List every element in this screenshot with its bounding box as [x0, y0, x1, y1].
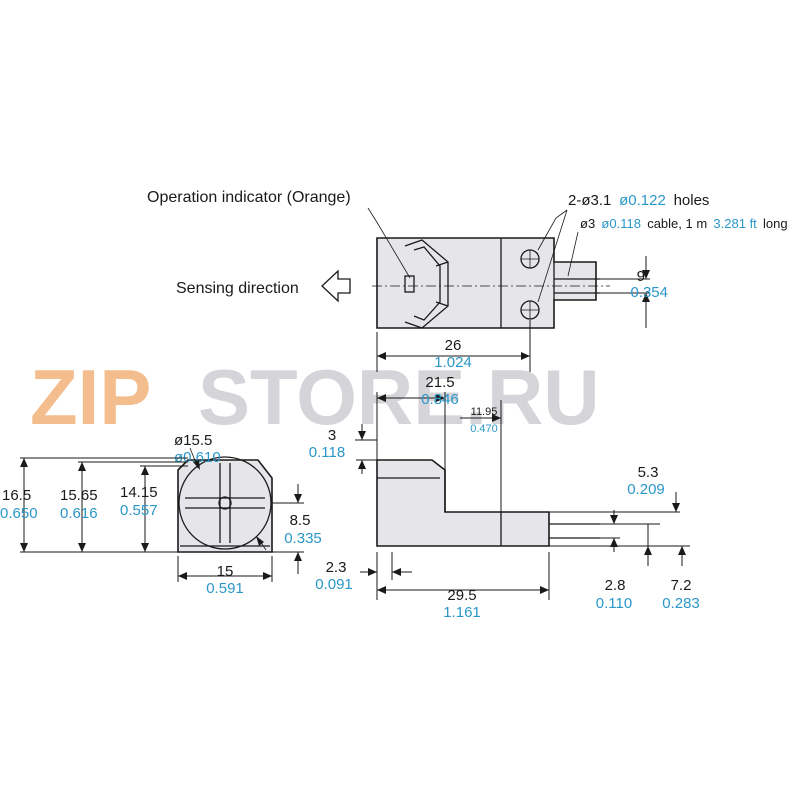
cable-label-suffix: long: [763, 216, 788, 231]
cable-label-length: cable, 1 m: [647, 216, 707, 231]
dim-15-mm: 15: [217, 563, 234, 580]
dim-3-inch: 0.118: [309, 444, 345, 461]
dim-7-2-inch: 0.283: [662, 595, 700, 612]
dim-5-3-mm: 5.3: [638, 464, 659, 481]
dim-16-5-inch: 0.650: [0, 505, 38, 522]
dim-15-65-mm: 15.65: [60, 487, 98, 504]
top-view: [321, 237, 610, 329]
dim-2-3-inch: 0.091: [315, 576, 353, 593]
dim-dia-15-5-mm: ø15.5: [174, 432, 212, 449]
sensing-direction-label: Sensing direction: [176, 280, 299, 297]
operation-indicator-led: [404, 275, 415, 293]
dim-26-inch: 1.024: [434, 354, 472, 371]
dim-8-5-mm: 8.5: [290, 512, 311, 529]
dim-15-inch: 0.591: [206, 580, 244, 597]
top-view-body: [376, 237, 597, 329]
dim-8-5-inch: 0.335: [284, 530, 322, 547]
dim-9-inch: 0.354: [630, 284, 668, 301]
dim-9-mm: 9: [637, 268, 645, 285]
dim-14-15-inch: 0.557: [120, 502, 158, 519]
cable-label-dia: ø3: [580, 216, 595, 231]
dim-3-mm: 3: [328, 427, 336, 444]
dim-15-65-inch: 0.616: [60, 505, 98, 522]
dim-29-5-inch: 1.161: [443, 604, 481, 621]
watermark: ZIP STORE.RU: [30, 353, 600, 441]
dim-16-5-mm: 16.5: [2, 487, 31, 504]
dim-11-95-mm: 11.95: [471, 406, 498, 418]
dim-2-3-mm: 2.3: [326, 559, 347, 576]
front-view: [177, 456, 273, 553]
holes-label: 2-ø3.1 ø0.122 holes: [568, 192, 709, 209]
dim-29-5-mm: 29.5: [447, 587, 476, 604]
dim-7-2-mm: 7.2: [671, 577, 692, 594]
holes-label-inch: ø0.122: [619, 192, 666, 209]
holes-label-mm: 2-ø3.1: [568, 192, 611, 209]
dim-26-mm: 26: [445, 337, 462, 354]
cable-label: ø3 ø0.118 cable, 1 m 3.281 ft long: [580, 216, 788, 231]
sensing-face: [178, 456, 272, 550]
side-view-body: [376, 459, 550, 547]
dim-11-95-inch: 0.470: [470, 423, 498, 435]
cable-label-inch-length: 3.281 ft: [713, 216, 757, 231]
cable-label-inch-dia: ø0.118: [601, 216, 641, 231]
sensing-direction-arrow: [321, 269, 351, 303]
dim-5-3-inch: 0.209: [627, 481, 665, 498]
watermark-store: STORE.RU: [198, 353, 600, 441]
holes-label-suffix: holes: [674, 192, 710, 209]
dim-2-8-inch: 0.110: [596, 595, 632, 612]
indicator-cradle: [404, 239, 449, 329]
dim-21-5-mm: 21.5: [425, 374, 454, 391]
dim-14-15-mm: 14.15: [120, 484, 158, 501]
dim-2-8-mm: 2.8: [605, 577, 626, 594]
side-view: [376, 459, 600, 547]
operation-indicator-label: Operation indicator (Orange): [147, 189, 351, 206]
dim-21-5-inch: 0.846: [421, 391, 459, 408]
watermark-zip: ZIP: [30, 353, 151, 441]
